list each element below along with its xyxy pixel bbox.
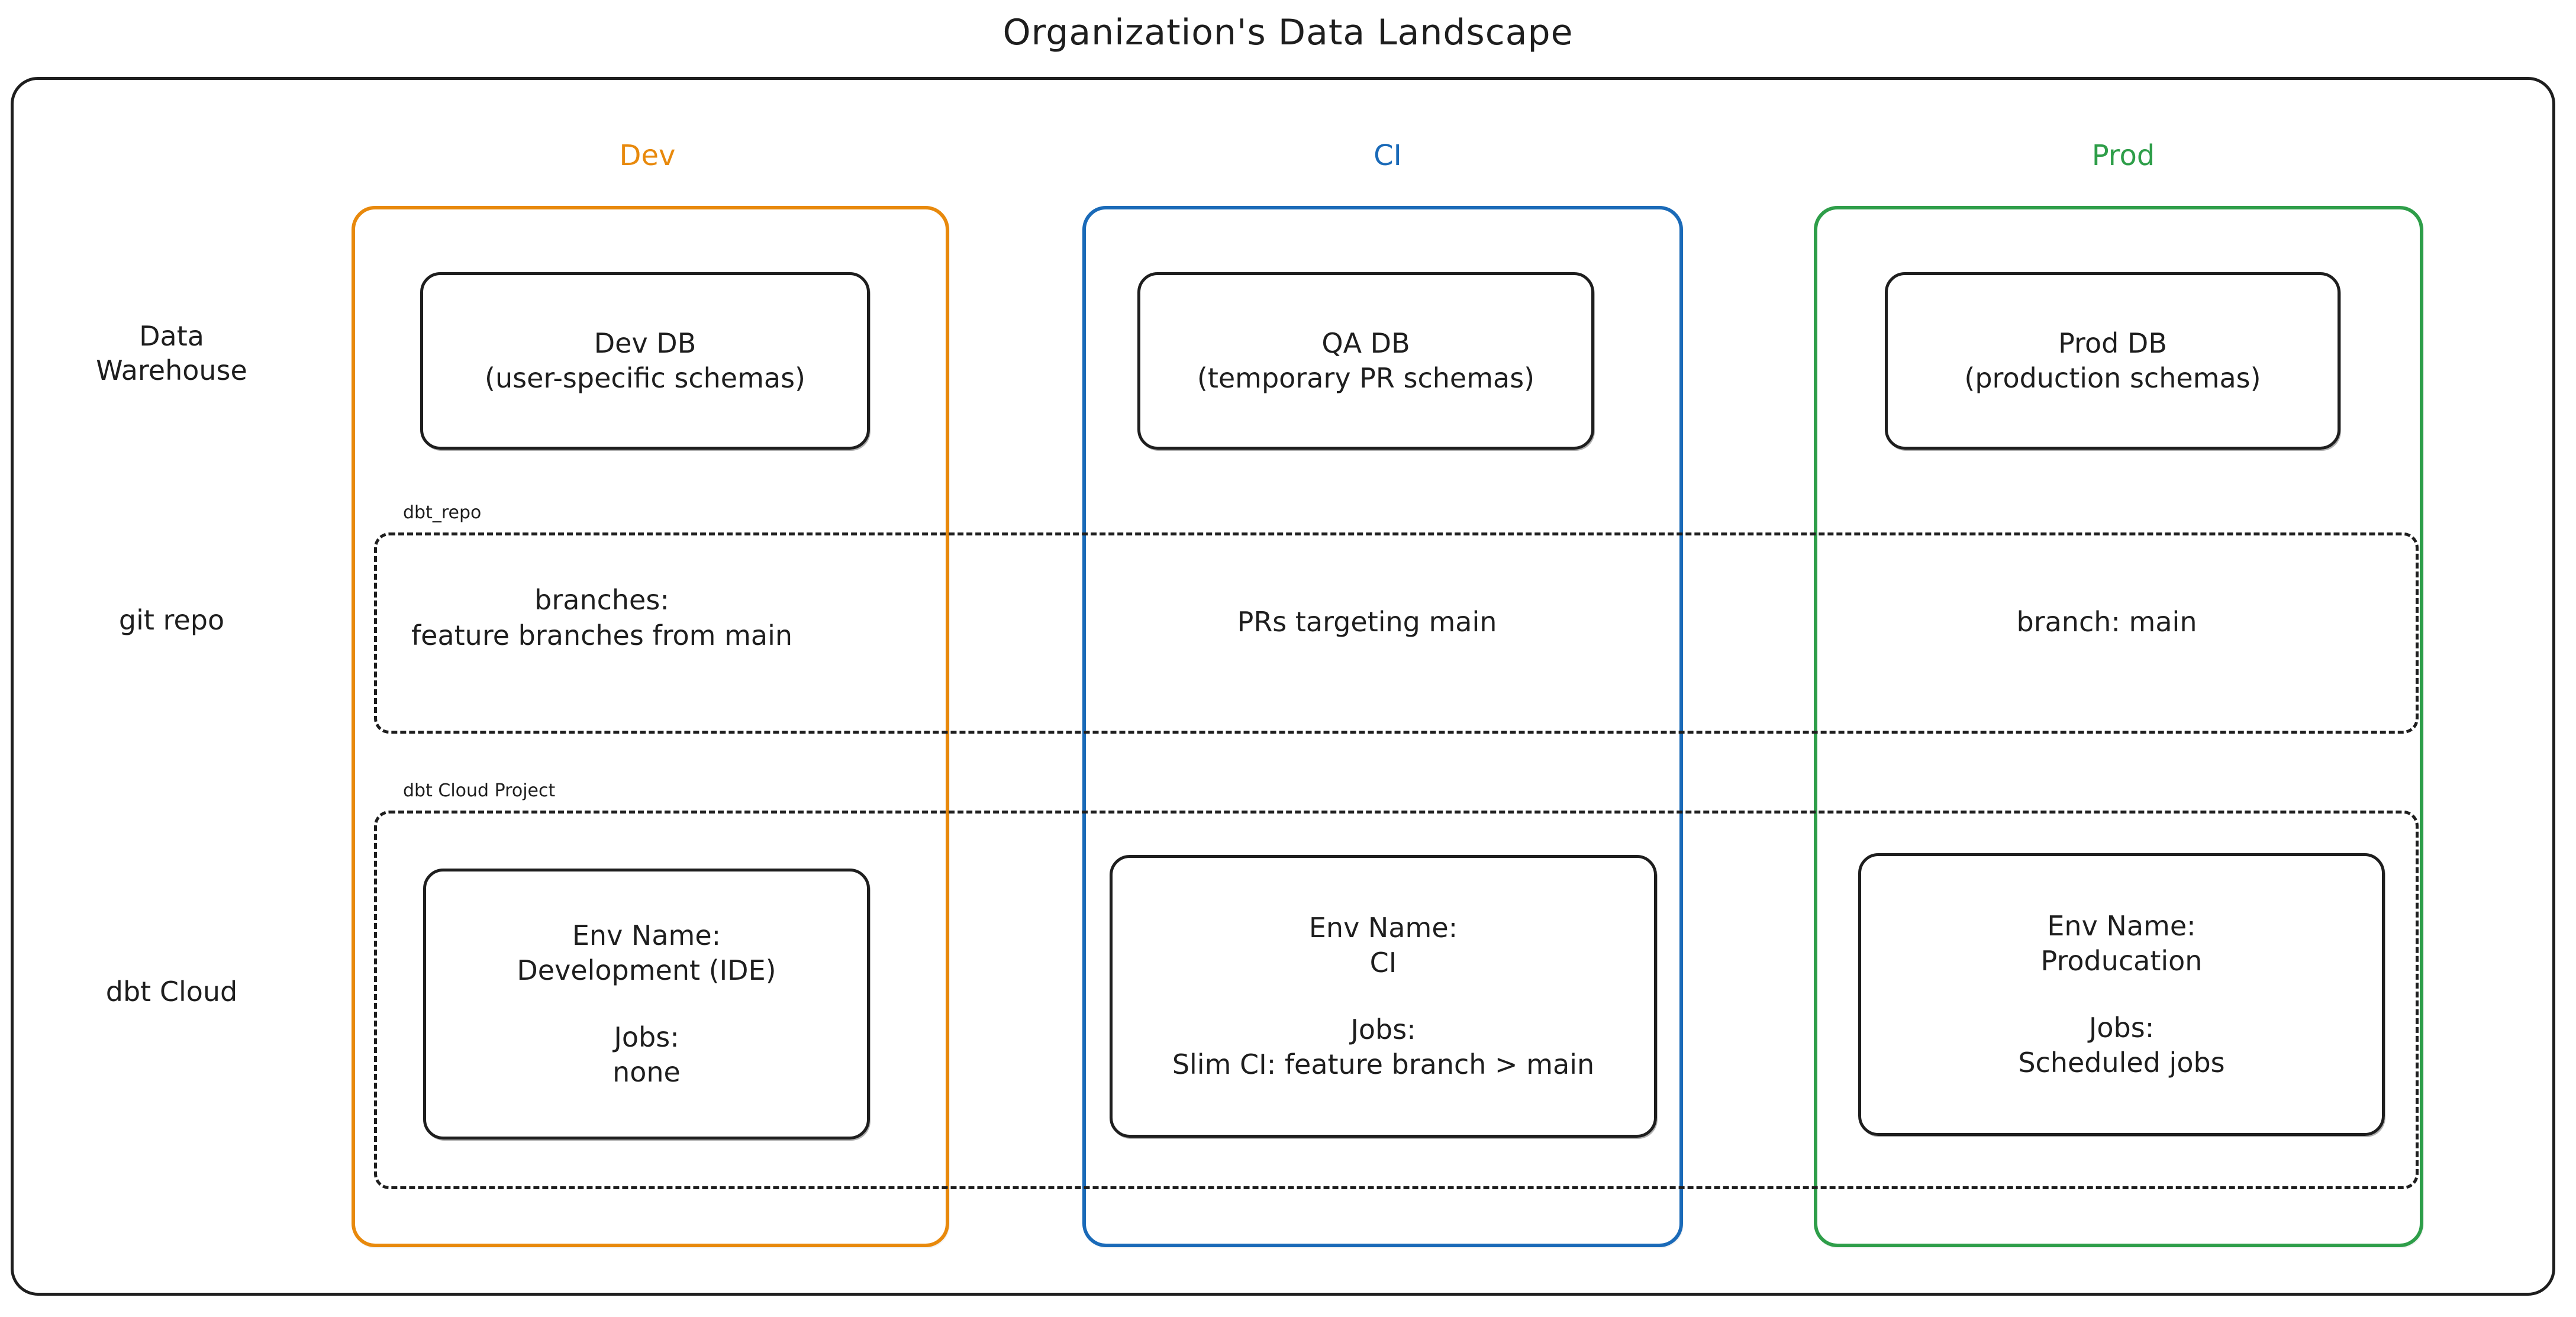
column-header-dev: Dev <box>619 139 676 172</box>
node-dbt-cloud-env-dev-name-value: Development (IDE) <box>517 954 776 987</box>
node-dbt-cloud-env-prod-jobs-value: Scheduled jobs <box>2018 1046 2225 1079</box>
node-prod-db-line1: Prod DB <box>2058 327 2167 360</box>
git-repo-text-dev: branches: feature branches from main <box>374 583 830 654</box>
node-dbt-cloud-env-dev-name-label: Env Name: <box>572 919 721 952</box>
group-dbt-cloud-project: dbt Cloud Project <box>374 780 2419 1189</box>
node-dev-db[interactable]: Dev DB (user-specific schemas) <box>420 272 870 450</box>
git-repo-text-ci: PRs targeting main <box>1101 605 1633 640</box>
git-repo-text-prod-line1: branch: main <box>2016 606 2197 638</box>
node-qa-db[interactable]: QA DB (temporary PR schemas) <box>1137 272 1594 450</box>
node-dbt-cloud-env-dev[interactable]: Env Name: Development (IDE) Jobs: none <box>423 869 870 1140</box>
node-dbt-cloud-env-ci-name-label: Env Name: <box>1308 912 1458 944</box>
row-label-data-warehouse: Data Warehouse <box>24 319 320 388</box>
env-column-dev <box>352 206 949 1247</box>
node-dbt-cloud-env-ci-name-value: CI <box>1369 947 1397 979</box>
node-dbt-cloud-env-prod[interactable]: Env Name: Producation Jobs: Scheduled jo… <box>1858 853 2385 1136</box>
node-dbt-cloud-env-ci[interactable]: Env Name: CI Jobs: Slim CI: feature bran… <box>1110 855 1657 1138</box>
git-repo-text-dev-line2: feature branches from main <box>411 619 793 651</box>
node-dbt-cloud-env-ci-jobs-value: Slim CI: feature branch > main <box>1172 1048 1595 1080</box>
page-title: Organization's Data Landscape <box>1002 12 1574 53</box>
node-dbt-cloud-env-dev-jobs-label: Jobs: <box>614 1021 679 1053</box>
git-repo-text-ci-line1: PRs targeting main <box>1237 606 1497 638</box>
node-dbt-cloud-env-prod-jobs-label: Jobs: <box>2088 1012 2155 1044</box>
node-dbt-cloud-env-ci-jobs-label: Jobs: <box>1350 1013 1416 1045</box>
group-dbt-repo: dbt_repo <box>374 502 2419 734</box>
git-repo-text-prod: branch: main <box>1840 605 2373 640</box>
node-dev-db-line1: Dev DB <box>594 327 697 360</box>
column-header-ci: CI <box>1374 139 1402 172</box>
node-prod-db-line2: (production schemas) <box>1964 362 2261 394</box>
row-label-data-warehouse-line1: Data <box>139 320 204 352</box>
row-label-git-repo: git repo <box>118 604 225 636</box>
node-dbt-cloud-env-prod-name-label: Env Name: <box>2047 910 2196 942</box>
node-prod-db[interactable]: Prod DB (production schemas) <box>1885 272 2340 450</box>
git-repo-text-dev-line1: branches: <box>534 584 669 616</box>
node-dbt-cloud-env-prod-name-value: Producation <box>2040 945 2203 977</box>
env-column-prod <box>1814 206 2423 1247</box>
env-column-ci <box>1082 206 1683 1247</box>
row-label-data-warehouse-line2: Warehouse <box>96 354 247 386</box>
group-dbt-repo-label: dbt_repo <box>399 502 485 523</box>
column-header-prod: Prod <box>2091 139 2155 172</box>
node-dbt-cloud-env-dev-jobs-value: none <box>612 1055 681 1088</box>
diagram-outer-frame <box>11 77 2555 1296</box>
node-qa-db-line2: (temporary PR schemas) <box>1197 362 1535 394</box>
node-dev-db-line2: (user-specific schemas) <box>485 362 805 394</box>
group-dbt-cloud-project-label: dbt Cloud Project <box>399 780 559 801</box>
node-qa-db-line1: QA DB <box>1321 327 1410 360</box>
row-label-dbt-cloud: dbt Cloud <box>105 976 238 1008</box>
